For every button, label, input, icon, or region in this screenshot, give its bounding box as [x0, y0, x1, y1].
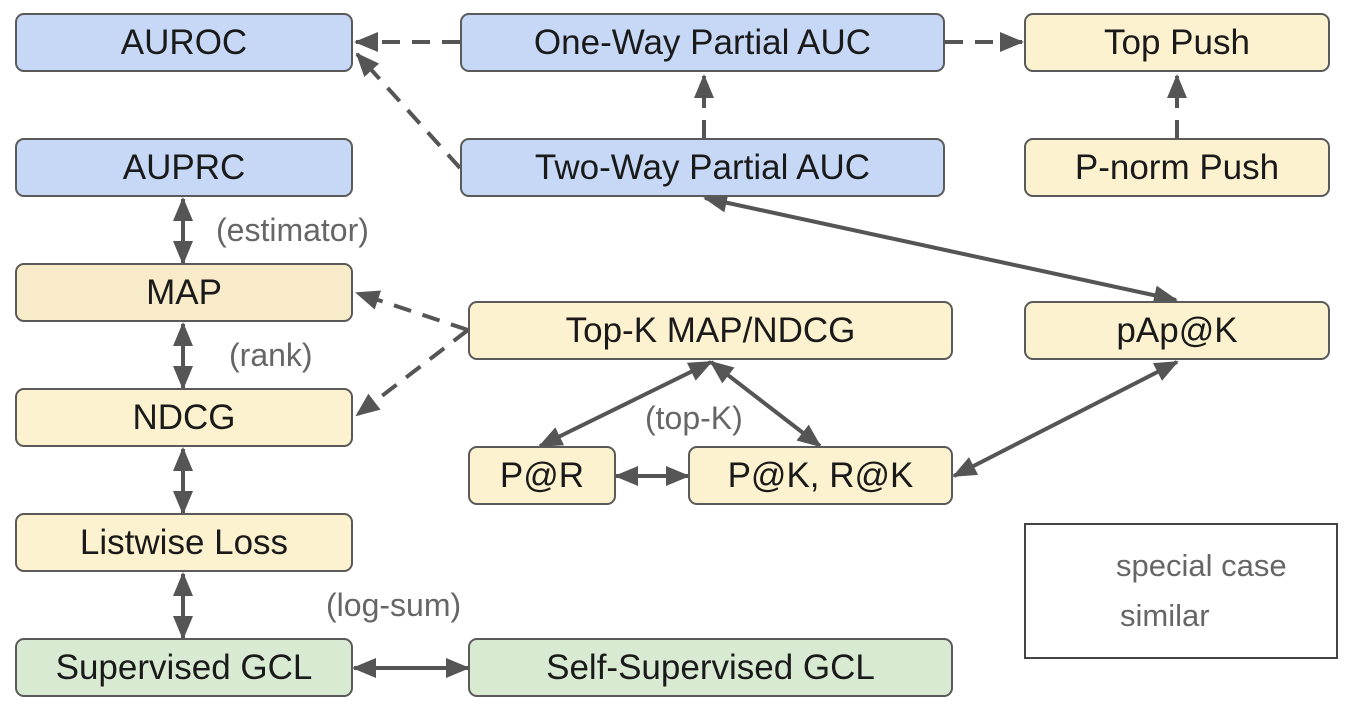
node-listwise-loss: Listwise Loss [15, 513, 353, 572]
legend [1024, 523, 1338, 659]
node-map-label: MAP [146, 272, 222, 312]
node-two-way-label: Two-Way Partial AUC [534, 147, 871, 187]
node-top-k-map-ndcg: Top-K MAP/NDCG [468, 301, 953, 360]
edge-label-estimator: (estimator) [216, 212, 369, 248]
node-self-supervised-gcl: Self-Supervised GCL [468, 638, 953, 697]
node-ndcg-label: NDCG [132, 397, 236, 437]
node-papk-label: pAp@K [1116, 310, 1238, 350]
node-top-k-label: Top-K MAP/NDCG [565, 310, 856, 350]
node-two-way-partial-auc: Two-Way Partial AUC [460, 138, 945, 197]
node-pkrk-label: P@K, R@K [727, 455, 914, 495]
node-pr-label: P@R [499, 455, 585, 495]
node-pap-at-k: pAp@K [1024, 301, 1330, 360]
edge-twoway-papk [703, 192, 1178, 306]
edge-label-top-k: (top-K) [645, 400, 743, 436]
edge-label-log-sum: (log-sum) [326, 587, 462, 623]
legend-special-case: special case [1116, 548, 1287, 583]
node-supervised-gcl: Supervised GCL [15, 638, 353, 697]
edge-label-rank: (rank) [229, 337, 313, 373]
node-map: MAP [15, 263, 353, 322]
edge-topk-ndcg [355, 328, 470, 417]
node-auprc: AUPRC [15, 138, 353, 197]
node-top-push-label: Top Push [1104, 22, 1250, 62]
node-auprc-label: AUPRC [122, 147, 246, 187]
edge-topk-pkrk [709, 360, 822, 448]
node-p-at-r: P@R [468, 446, 616, 505]
node-ndcg: NDCG [15, 388, 353, 447]
node-one-way-partial-auc: One-Way Partial AUC [460, 13, 945, 72]
edge-topk-map [355, 290, 469, 332]
node-p-at-k-r-at-k: P@K, R@K [688, 446, 953, 505]
node-selfsup-label: Self-Supervised GCL [546, 647, 875, 687]
node-p-norm-label: P-norm Push [1074, 147, 1280, 187]
edge-papk-pkrk [952, 360, 1179, 478]
edge-twoway-auroc [355, 52, 462, 170]
node-supgcl-label: Supervised GCL [55, 647, 313, 687]
node-listwise-label: Listwise Loss [79, 522, 289, 562]
node-one-way-label: One-Way Partial AUC [533, 22, 872, 62]
node-p-norm-push: P-norm Push [1024, 138, 1330, 197]
node-auroc-label: AUROC [120, 22, 248, 62]
legend-similar: similar [1120, 598, 1210, 633]
node-top-push: Top Push [1024, 13, 1330, 72]
node-auroc: AUROC [15, 13, 353, 72]
edge-topk-pr [538, 360, 713, 448]
